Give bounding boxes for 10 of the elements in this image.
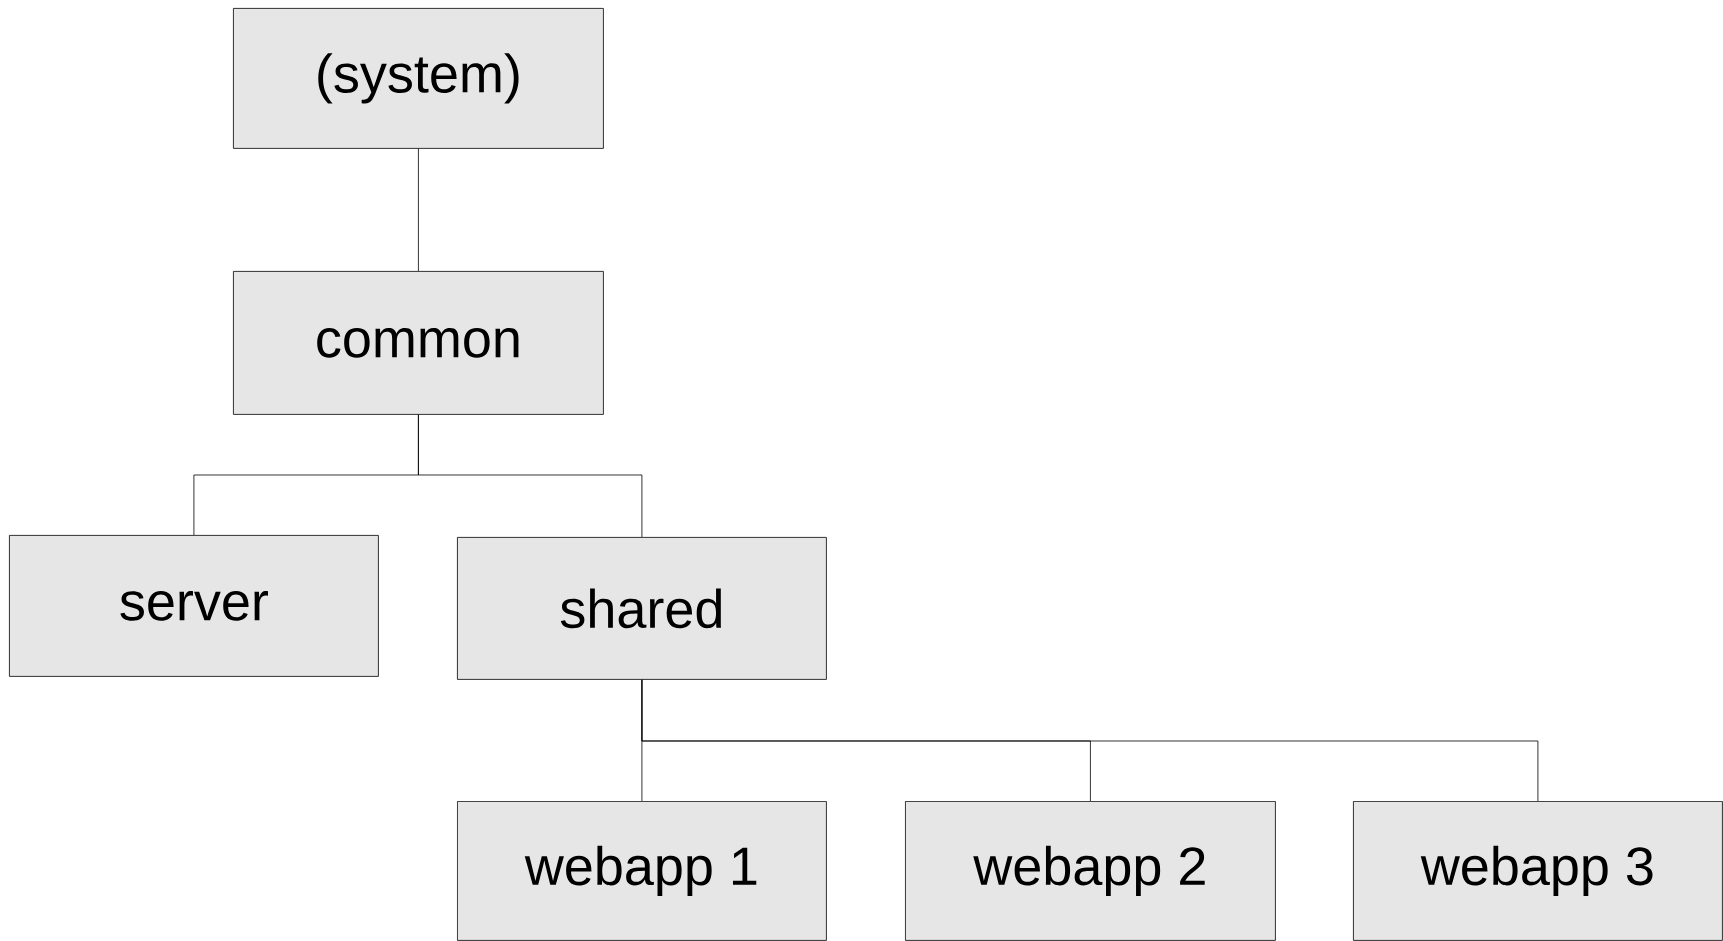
module-box: shared <box>457 537 827 680</box>
module-box: (system) <box>233 8 604 149</box>
module-box: server <box>9 535 379 677</box>
connector-line <box>418 414 643 538</box>
module-box: common <box>233 271 604 415</box>
connector-line <box>641 679 1539 802</box>
module-box: webapp 2 <box>905 801 1276 941</box>
module-box: webapp 3 <box>1353 801 1723 941</box>
connector-line <box>418 148 419 272</box>
module-box: webapp 1 <box>457 801 827 941</box>
